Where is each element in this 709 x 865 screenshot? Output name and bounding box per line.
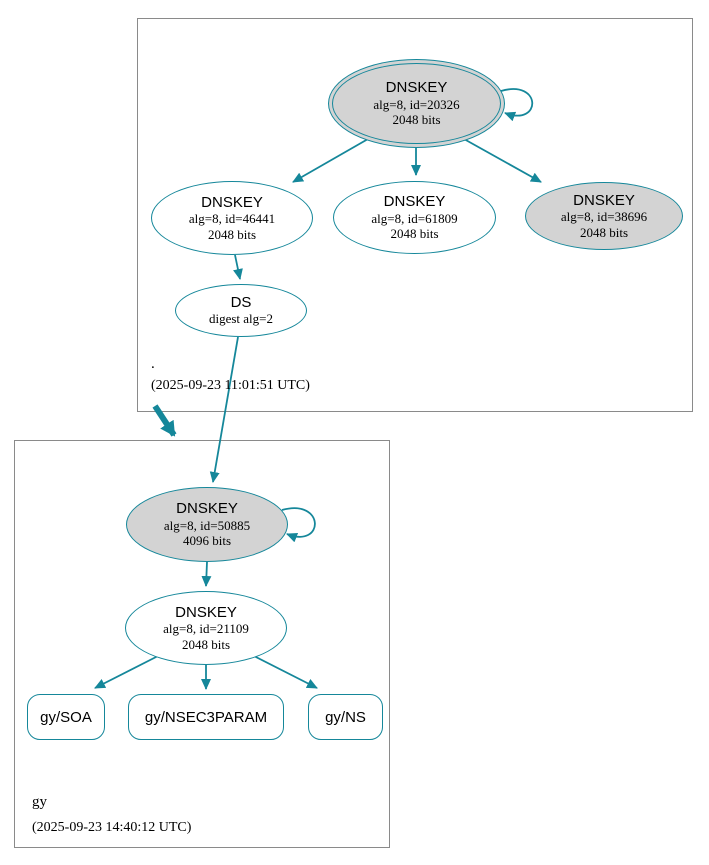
node-alg-id: alg=8, id=38696 — [560, 209, 648, 225]
zone-timestamp-root: (2025-09-23 11:01:51 UTC) — [151, 378, 310, 393]
gy-zsk-dnskey-node[interactable]: DNSKEY alg=8, id=21109 2048 bits — [125, 591, 287, 665]
self-loop-arrow-gy-ksk — [281, 507, 316, 543]
edge-gy-ksk-to-zsk — [201, 561, 212, 587]
node-digest-alg: digest alg=2 — [208, 311, 274, 327]
ds-node[interactable]: DS digest alg=2 — [175, 284, 307, 337]
node-bits: 2048 bits — [392, 112, 441, 128]
rrset-label: gy/SOA — [40, 708, 92, 726]
node-title: DNSKEY — [385, 79, 448, 97]
delegation-arrow-root-to-gy — [152, 404, 177, 437]
node-alg-id: alg=8, id=61809 — [371, 210, 458, 226]
zone-box-root — [137, 18, 693, 412]
node-bits: 2048 bits — [579, 224, 629, 240]
node-title: DNSKEY — [176, 500, 238, 518]
zone-timestamp-gy: (2025-09-23 14:40:12 UTC) — [32, 820, 192, 835]
rrset-gy-nsec3param-node[interactable]: gy/NSEC3PARAM — [128, 694, 284, 740]
zone-label-gy: gy — [32, 794, 47, 810]
zone-box-gy — [14, 440, 390, 848]
node-bits: 4096 bits — [182, 533, 232, 549]
node-bits: 2048 bits — [181, 636, 231, 652]
root-zsk1-dnskey-node[interactable]: DNSKEY alg=8, id=46441 2048 bits — [151, 181, 313, 255]
node-title: DNSKEY — [383, 193, 446, 211]
node-bits: 2048 bits — [207, 226, 257, 242]
node-bits: 2048 bits — [390, 226, 439, 242]
rrset-gy-soa-node[interactable]: gy/SOA — [27, 694, 105, 740]
node-title: DS — [230, 294, 252, 312]
node-title: DNSKEY — [175, 603, 237, 621]
root-key3-dnskey-node[interactable]: DNSKEY alg=8, id=38696 2048 bits — [525, 182, 683, 250]
edge-root-ksk-to-key3 — [463, 138, 542, 183]
edge-gy-zsk-to-ns — [253, 655, 318, 689]
zone-label-root: . — [151, 356, 155, 372]
rrset-label: gy/NSEC3PARAM — [144, 708, 268, 726]
edge-root-zsk1-to-ds — [233, 254, 243, 280]
root-ksk-dnskey-node[interactable]: DNSKEY alg=8, id=20326 2048 bits — [328, 59, 505, 148]
node-alg-id: alg=8, id=46441 — [188, 211, 276, 227]
edge-ds-to-gy-ksk — [209, 336, 239, 483]
node-alg-id: alg=8, id=20326 — [373, 96, 460, 112]
edge-gy-zsk-to-soa — [94, 655, 159, 689]
gy-ksk-dnskey-node[interactable]: DNSKEY alg=8, id=50885 4096 bits — [126, 487, 288, 562]
edge-root-ksk-to-zsk1 — [292, 138, 369, 183]
node-title: DNSKEY — [573, 191, 635, 209]
root-zsk2-dnskey-node[interactable]: DNSKEY alg=8, id=61809 2048 bits — [333, 181, 496, 254]
self-loop-arrow-root-ksk — [500, 88, 534, 122]
node-alg-id: alg=8, id=50885 — [163, 517, 251, 533]
rrset-label: gy/NS — [325, 708, 366, 726]
rrset-gy-ns-node[interactable]: gy/NS — [308, 694, 383, 740]
node-alg-id: alg=8, id=21109 — [163, 621, 249, 637]
node-title: DNSKEY — [201, 193, 263, 211]
